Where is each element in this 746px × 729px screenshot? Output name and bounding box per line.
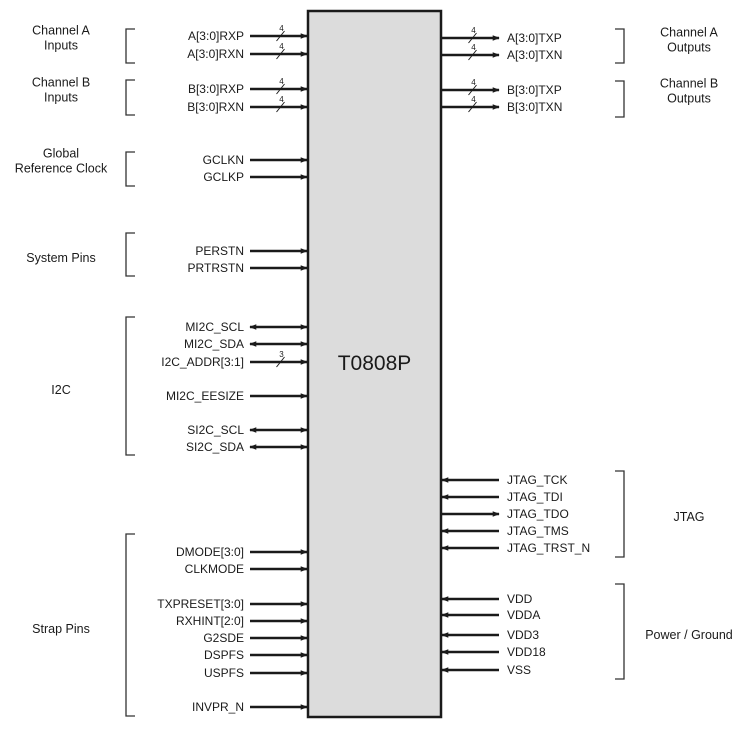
pin-label-b-3-0-txn: B[3:0]TXN <box>507 100 562 114</box>
chip-body <box>306 9 443 719</box>
bus-slash <box>276 83 285 95</box>
pin-label-jtag-trst-n: JTAG_TRST_N <box>507 541 590 555</box>
bus-width-label: 4 <box>279 95 284 104</box>
pin-label-a-3-0-txn: A[3:0]TXN <box>507 48 562 62</box>
channel-b-inputs-label: Channel B <box>32 76 90 90</box>
pin-label-a-3-0-txp: A[3:0]TXP <box>507 31 562 45</box>
channel-a-outputs-label: Channel A <box>660 26 718 40</box>
pin-label-a-3-0-rxn: A[3:0]RXN <box>187 47 244 61</box>
pin-label-si2c-sda: SI2C_SDA <box>186 440 244 454</box>
channel-b-outputs-label: Channel B <box>660 77 718 91</box>
pin-label-a-3-0-rxp: A[3:0]RXP <box>188 29 244 43</box>
system-pins-bracket <box>125 232 135 277</box>
bus-width-label: 4 <box>279 42 284 51</box>
channel-a-inputs-label: Inputs <box>44 39 78 53</box>
pin-label-vdd: VDD <box>507 592 533 606</box>
pin-label-si2c-scl: SI2C_SCL <box>187 423 244 437</box>
global-reference-clock-bracket <box>125 151 135 187</box>
jtag-bracket <box>615 470 625 558</box>
bus-slash <box>276 101 285 113</box>
pin-label-mi2c-sda: MI2C_SDA <box>184 337 244 351</box>
brackets-layer <box>125 28 625 717</box>
pin-label-invpr-n: INVPR_N <box>192 700 244 714</box>
pin-label-gclkn: GCLKN <box>203 153 244 167</box>
pin-label-jtag-tck: JTAG_TCK <box>507 473 567 487</box>
bus-slash <box>468 101 477 113</box>
pin-label-jtag-tdi: JTAG_TDI <box>507 490 563 504</box>
channel-b-outputs-label: Outputs <box>667 92 711 106</box>
bus-slash <box>276 48 285 60</box>
bus-slash <box>468 32 477 44</box>
system-pins-label: System Pins <box>26 251 95 265</box>
pin-label-perstn: PERSTN <box>195 244 244 258</box>
i2c-label: I2C <box>51 383 70 397</box>
pin-label-uspfs: USPFS <box>204 666 244 680</box>
pin-label-vss: VSS <box>507 663 531 677</box>
pin-label-dmode-3-0: DMODE[3:0] <box>176 545 244 559</box>
pin-label-b-3-0-txp: B[3:0]TXP <box>507 83 562 97</box>
pin-label-dspfs: DSPFS <box>204 648 244 662</box>
power-ground-bracket <box>615 583 625 680</box>
pin-label-jtag-tms: JTAG_TMS <box>507 524 569 538</box>
channel-a-outputs-bracket <box>615 28 625 64</box>
bus-width-label: 3 <box>279 350 284 359</box>
chip-name: T0808P <box>338 352 412 375</box>
pin-label-vdd18: VDD18 <box>507 645 546 659</box>
bus-width-label: 4 <box>471 26 476 35</box>
i2c-bracket <box>125 316 135 456</box>
pin-label-jtag-tdo: JTAG_TDO <box>507 507 569 521</box>
pin-label-txpreset-3-0: TXPRESET[3:0] <box>157 597 244 611</box>
channel-b-outputs-bracket <box>615 80 625 118</box>
global-reference-clock-label: Global <box>43 147 79 161</box>
pin-label-b-3-0-rxp: B[3:0]RXP <box>188 82 244 96</box>
pin-label-b-3-0-rxn: B[3:0]RXN <box>187 100 244 114</box>
pin-label-mi2c-eesize: MI2C_EESIZE <box>166 389 244 403</box>
bus-slash <box>468 49 477 61</box>
bus-slash <box>276 30 285 42</box>
channel-a-inputs-label: Channel A <box>32 24 90 38</box>
power-ground-label: Power / Ground <box>645 628 733 642</box>
pin-label-clkmode: CLKMODE <box>185 562 244 576</box>
bus-width-label: 4 <box>471 78 476 87</box>
pin-label-mi2c-scl: MI2C_SCL <box>185 320 244 334</box>
global-reference-clock-label: Reference Clock <box>15 162 108 176</box>
bus-slash <box>276 356 285 368</box>
channel-a-inputs-bracket <box>125 28 135 64</box>
pin-label-rxhint-2-0: RXHINT[2:0] <box>176 614 244 628</box>
jtag-label: JTAG <box>673 510 704 524</box>
strap-pins-label: Strap Pins <box>32 622 90 636</box>
pin-label-i2c-addr-3-1: I2C_ADDR[3:1] <box>161 355 244 369</box>
pin-label-vdd3: VDD3 <box>507 628 539 642</box>
channel-b-inputs-label: Inputs <box>44 91 78 105</box>
channel-a-outputs-label: Outputs <box>667 41 711 55</box>
bus-slash <box>468 84 477 96</box>
bus-width-label: 4 <box>279 77 284 86</box>
bus-width-label: 4 <box>471 43 476 52</box>
pin-label-vdda: VDDA <box>507 608 540 622</box>
strap-pins-bracket <box>125 533 135 717</box>
pins-layer: 4A[3:0]RXP4A[3:0]RXN4B[3:0]RXP4B[3:0]RXN… <box>157 24 590 714</box>
pin-label-prtrstn: PRTRSTN <box>188 261 244 275</box>
pin-label-gclkp: GCLKP <box>203 170 244 184</box>
bus-width-label: 4 <box>471 95 476 104</box>
bus-width-label: 4 <box>279 24 284 33</box>
pin-label-g2sde: G2SDE <box>203 631 244 645</box>
channel-b-inputs-bracket <box>125 79 135 116</box>
